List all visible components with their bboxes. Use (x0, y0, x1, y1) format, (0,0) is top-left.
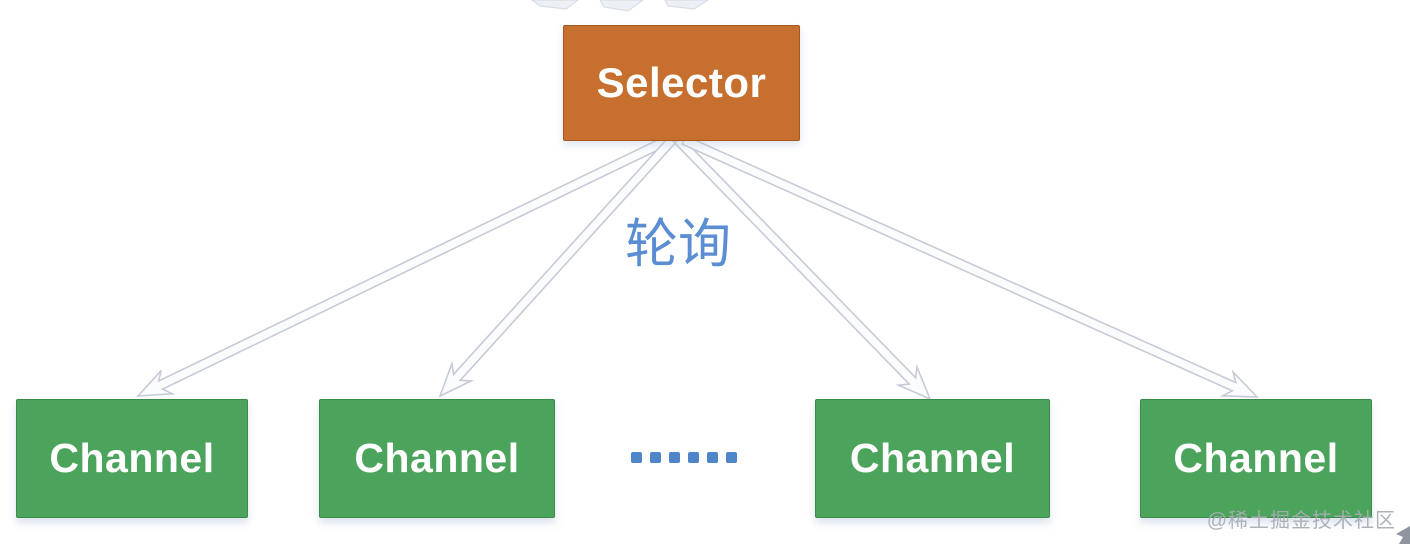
channel-node-1: Channel (16, 399, 248, 518)
channel-node-4: Channel (1140, 399, 1372, 518)
channel-label: Channel (49, 435, 215, 481)
selector-label: Selector (596, 59, 767, 106)
polling-arrow (681, 134, 1259, 398)
polling-arrow (673, 135, 932, 401)
ellipsis-dot (707, 451, 718, 463)
ellipsis-dot (631, 451, 642, 463)
ellipsis-dot (669, 451, 680, 463)
ellipsis-dot (650, 451, 661, 463)
top-arrow-fragment (599, 0, 645, 12)
top-arrow-fragment (531, 0, 579, 10)
polling-arrow (438, 135, 677, 398)
channel-node-2: Channel (319, 399, 555, 518)
polling-arrow (136, 134, 672, 397)
corner-glyph (1396, 526, 1410, 544)
channel-label: Channel (849, 435, 1016, 481)
channel-label: Channel (1173, 435, 1339, 481)
ellipsis-dot (726, 451, 737, 463)
top-arrow-fragment (664, 0, 710, 10)
ellipsis-dot (688, 451, 699, 463)
ellipsis-dots (631, 450, 737, 464)
polling-label: 轮询 (625, 215, 731, 274)
watermark: @稀土掘金技术社区 (1206, 510, 1396, 532)
channel-node-3: Channel (815, 399, 1050, 518)
selector-node: Selector (563, 25, 800, 141)
channel-label: Channel (354, 435, 520, 481)
